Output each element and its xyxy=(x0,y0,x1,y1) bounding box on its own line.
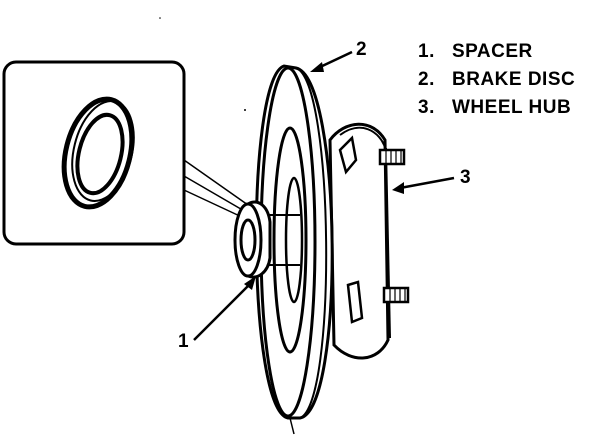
brake-disc xyxy=(254,64,334,435)
legend-item-brake-disc: 2. BRAKE DISC xyxy=(418,66,575,94)
legend-label: SPACER xyxy=(452,41,533,62)
spacer xyxy=(233,200,272,279)
callout-label-brake-disc: 2 xyxy=(356,39,367,60)
spacer-bore xyxy=(239,218,257,262)
callout-label-spacer: 1 xyxy=(178,331,189,352)
legend-number: 2. xyxy=(418,69,435,90)
wheel-hub xyxy=(328,122,410,360)
callout-arrow-brake-disc xyxy=(310,50,353,72)
spacer-detail-inner-bore xyxy=(75,112,125,196)
spacer-detail-ring-edge xyxy=(71,100,135,202)
scan-speck xyxy=(244,109,246,111)
legend-number: 1. xyxy=(418,41,435,62)
brake-disc-center-bore xyxy=(284,176,304,304)
parts-legend: 1. SPACER 2. BRAKE DISC 3. WHEEL HUB xyxy=(418,38,575,122)
legend-label: WHEEL HUB xyxy=(452,97,572,118)
legend-item-spacer: 1. SPACER xyxy=(418,38,575,66)
legend-label: BRAKE DISC xyxy=(452,69,576,90)
inset-leader-lines xyxy=(183,159,249,219)
callout-arrow-wheel-hub xyxy=(392,176,455,194)
callout-label-wheel-hub: 3 xyxy=(460,167,471,188)
scan-speck xyxy=(159,17,161,19)
wheel-stud-upper xyxy=(378,148,406,166)
spacer-detail-inset xyxy=(2,60,186,246)
legend-number: 3. xyxy=(418,97,435,118)
callout-arrow-spacer xyxy=(193,276,256,341)
legend-item-wheel-hub: 3. WHEEL HUB xyxy=(418,94,575,122)
wheel-stud-lower xyxy=(382,286,410,304)
